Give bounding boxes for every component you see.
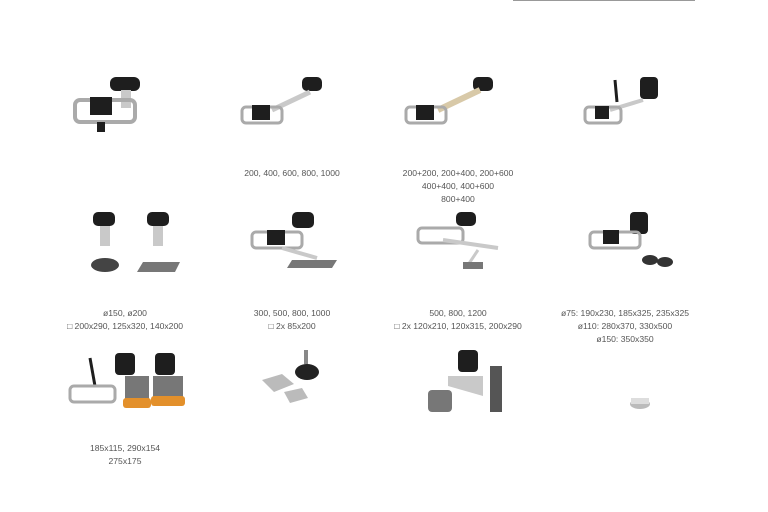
caption-line: ø110: 280x370, 330x500 xyxy=(577,321,673,331)
product-card-round-suction-base[interactable]: ø150, ø200 □ 200x290, 125x320, 140x200 xyxy=(42,210,208,333)
product-caption: 300, 500, 800, 1000 □ 2x 85x200 xyxy=(209,307,375,333)
round-suction-base-image[interactable] xyxy=(55,210,195,282)
caption-line: 400+400, 400+600 xyxy=(421,181,495,191)
product-card-twin-round-pads[interactable]: ø75: 190x230, 185x325, 235x325 ø110: 280x… xyxy=(542,210,708,346)
product-card-double-extension-arm[interactable]: 200+200, 200+400, 200+600 400+400, 400+60… xyxy=(375,72,541,206)
scroll-indicator xyxy=(513,0,695,1)
product-card-base-unit[interactable] xyxy=(42,72,208,167)
mounting-plates-image[interactable] xyxy=(222,348,362,420)
product-caption: 200, 400, 600, 800, 1000 xyxy=(209,167,375,180)
twin-round-pads-image[interactable] xyxy=(555,210,695,282)
caption-line: □ 2x 120x210, 120x315, 200x290 xyxy=(394,321,522,331)
extension-arm-image[interactable] xyxy=(222,72,362,144)
product-card-flat-pad-arm[interactable]: 300, 500, 800, 1000 □ 2x 85x200 xyxy=(209,210,375,333)
product-card-extension-arm[interactable]: 200, 400, 600, 800, 1000 xyxy=(209,72,375,180)
product-card-vertical-rod-unit[interactable] xyxy=(542,72,708,167)
small-spool-image[interactable] xyxy=(555,348,695,420)
caption-line: □ 200x290, 125x320, 140x200 xyxy=(66,321,184,331)
caption-line: 500, 800, 1200 xyxy=(429,308,487,318)
caption-line: 200+200, 200+400, 200+600 xyxy=(402,168,514,178)
product-caption: 200+200, 200+400, 200+600 400+400, 400+60… xyxy=(375,167,541,206)
product-caption: ø75: 190x230, 185x325, 235x325 ø110: 280x… xyxy=(542,307,708,346)
caption-line: 300, 500, 800, 1000 xyxy=(253,308,331,318)
double-extension-arm-image[interactable] xyxy=(388,72,528,144)
vertical-rod-unit-image[interactable] xyxy=(555,72,695,144)
product-caption: ø150, ø200 □ 200x290, 125x320, 140x200 xyxy=(42,307,208,333)
wall-bracket-image[interactable] xyxy=(388,348,528,420)
product-card-dual-pad-arm[interactable]: 500, 800, 1200 □ 2x 120x210, 120x315, 200… xyxy=(375,210,541,333)
product-card-small-spool[interactable] xyxy=(542,348,708,442)
caption-line: 185x115, 290x154 xyxy=(89,443,161,453)
caption-line: ø75: 190x230, 185x325, 235x325 xyxy=(560,308,690,318)
base-unit-image[interactable] xyxy=(55,72,195,144)
orange-pad-units-image[interactable] xyxy=(55,348,195,420)
caption-line: 275x175 xyxy=(108,456,142,466)
dual-pad-arm-image[interactable] xyxy=(388,210,528,282)
product-caption: 500, 800, 1200 □ 2x 120x210, 120x315, 200… xyxy=(375,307,541,333)
product-card-mounting-plates[interactable] xyxy=(209,348,375,442)
caption-line: 200, 400, 600, 800, 1000 xyxy=(244,168,340,178)
product-caption: 185x115, 290x154 275x175 xyxy=(42,442,208,468)
caption-line: 800+400 xyxy=(441,194,475,204)
caption-line: □ 2x 85x200 xyxy=(268,321,316,331)
caption-line: ø150: 350x350 xyxy=(596,334,654,344)
flat-pad-arm-image[interactable] xyxy=(222,210,362,282)
product-card-wall-bracket[interactable] xyxy=(375,348,541,442)
caption-line: ø150, ø200 xyxy=(103,308,147,318)
product-card-orange-pad-units[interactable]: 185x115, 290x154 275x175 xyxy=(42,348,208,468)
